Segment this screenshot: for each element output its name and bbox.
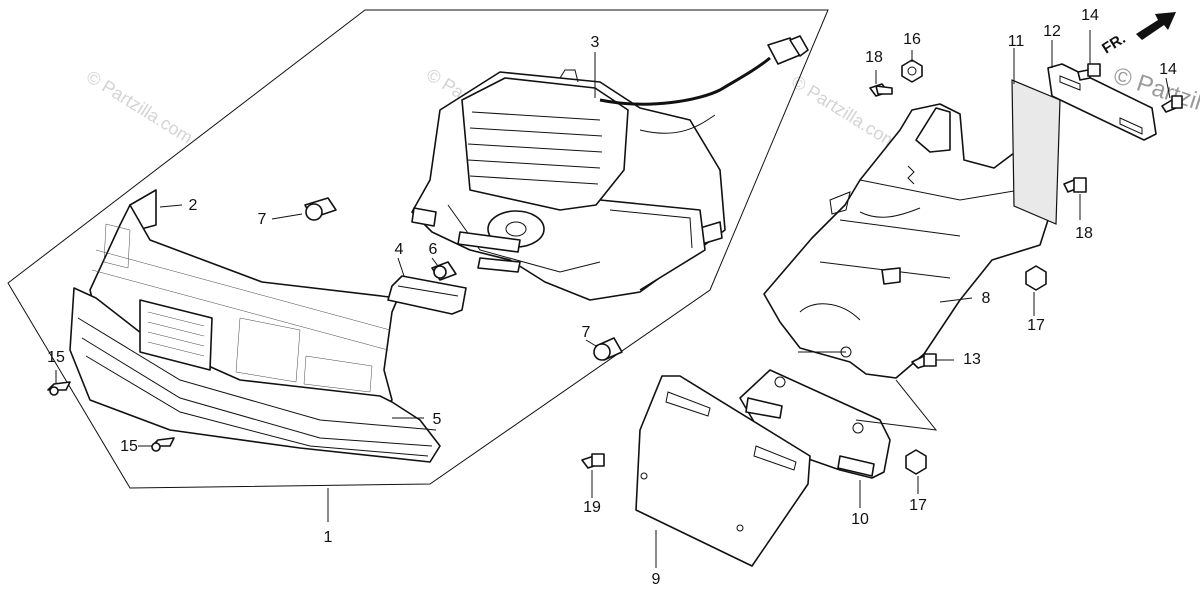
callout-14-left: 14 — [1081, 7, 1099, 24]
nut-17-lower — [905, 449, 927, 475]
bolt-18-upper — [869, 83, 893, 97]
nut-17-upper — [1025, 265, 1047, 291]
bulb-7-upper — [304, 197, 337, 221]
callout-10: 10 — [851, 511, 869, 528]
assembly-outline — [7, 9, 829, 489]
callout-17-upper: 17 — [1027, 317, 1045, 334]
reflector-plate — [387, 275, 467, 315]
watermark-right: © Partzilla.com — [788, 71, 901, 152]
bolt-14-right — [1161, 95, 1183, 113]
callout-13: 13 — [963, 351, 981, 368]
callout-14-right: 14 — [1159, 61, 1177, 78]
callout-11: 11 — [1008, 33, 1025, 50]
front-direction-indicator: FR. — [1099, 12, 1176, 57]
callout-8: 8 — [982, 290, 991, 307]
callout-19: 19 — [583, 499, 601, 516]
rubber-pad — [1011, 79, 1061, 225]
callout-7-lower: 7 — [582, 324, 591, 341]
callout-4: 4 — [395, 241, 404, 258]
rear-fender — [763, 103, 1057, 379]
bolt-13 — [911, 353, 937, 369]
screw-15-lower — [151, 437, 175, 452]
front-arrow-icon — [1136, 12, 1176, 40]
bulb-7-lower — [593, 337, 623, 361]
nut-16 — [901, 59, 923, 83]
callout-2: 2 — [189, 197, 198, 214]
bulb-6 — [431, 261, 457, 281]
watermark-left: © Partzilla.com — [83, 66, 196, 147]
leader-lines — [55, 30, 1171, 568]
taillight-housing — [411, 35, 809, 301]
license-plate-base — [635, 375, 811, 567]
front-label: FR. — [1099, 30, 1129, 57]
callout-15-lower: 15 — [120, 438, 138, 455]
callout-18-upper: 18 — [865, 49, 883, 66]
callout-18-lower: 18 — [1075, 225, 1093, 242]
license-bracket — [739, 369, 891, 479]
callout-12: 12 — [1043, 23, 1061, 40]
callout-5: 5 — [433, 411, 442, 428]
callouts: 1 2 3 4 5 6 7 7 8 9 10 11 12 13 14 14 15… — [47, 7, 1177, 588]
callout-9: 9 — [652, 571, 661, 588]
callout-15-upper: 15 — [47, 349, 65, 366]
callout-17-lower: 17 — [909, 497, 927, 514]
plate-holder — [1047, 63, 1157, 141]
bolt-14-left — [1077, 63, 1101, 81]
callout-1: 1 — [324, 529, 333, 546]
callout-7-upper: 7 — [258, 211, 267, 228]
bolt-19 — [581, 453, 605, 469]
callout-3: 3 — [591, 34, 600, 51]
callout-16: 16 — [903, 31, 921, 48]
rear-lens-assembly — [69, 189, 441, 463]
screw-15-upper — [47, 381, 71, 396]
bolt-18-lower — [1063, 177, 1087, 193]
callout-6: 6 — [429, 241, 438, 258]
